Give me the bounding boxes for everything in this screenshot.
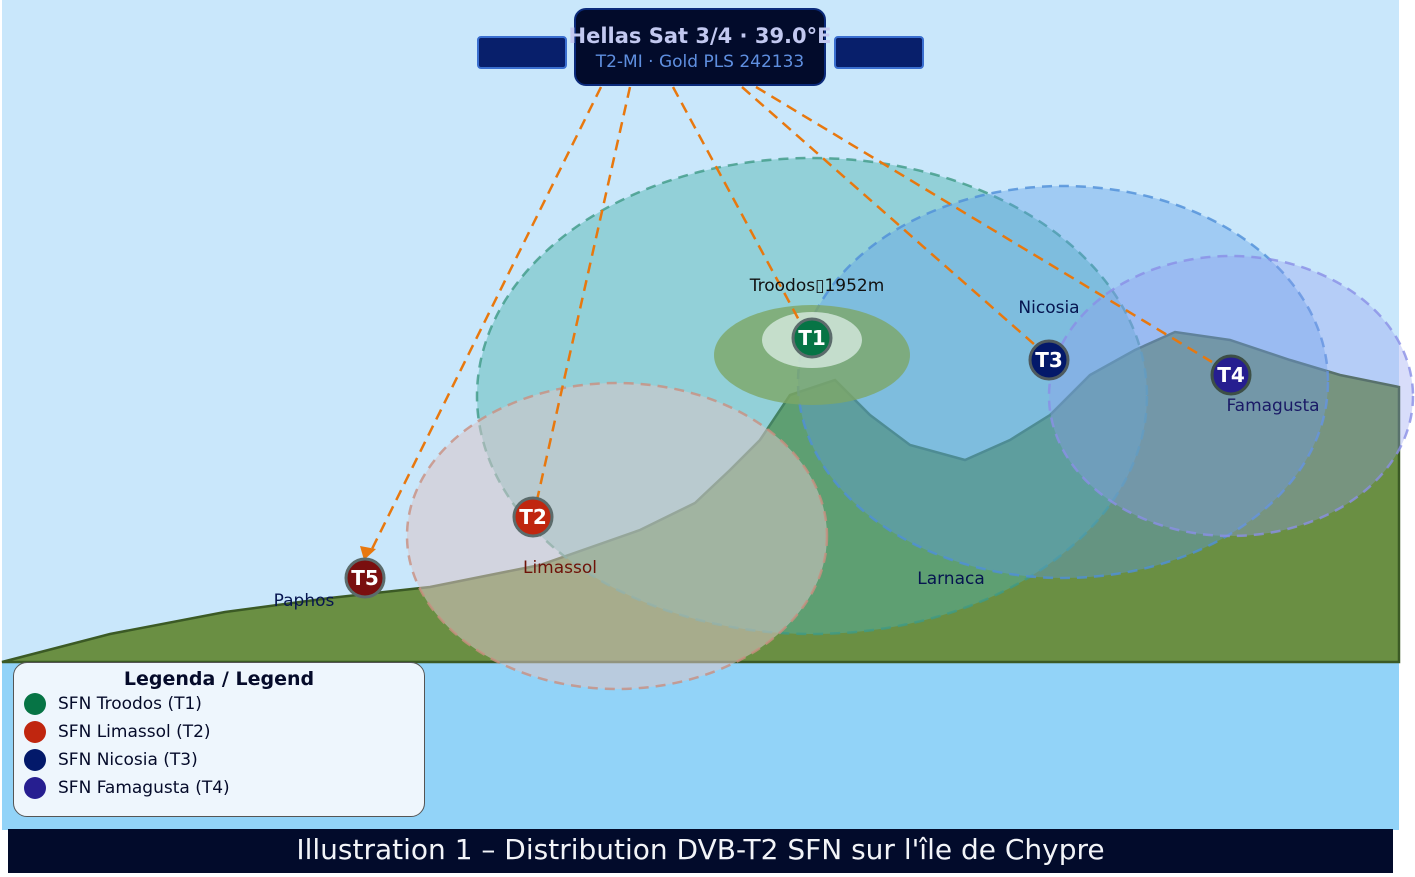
legend-item: SFN Limassol (T2) xyxy=(14,718,424,746)
transmitter-t2-label: T2 xyxy=(519,505,547,529)
summit-label: Troodos▯1952m xyxy=(749,276,885,296)
transmitter-t2[interactable]: T2 xyxy=(512,496,554,538)
legend-item: SFN Nicosia (T3) xyxy=(14,746,424,774)
transmitter-t4-label: T4 xyxy=(1217,363,1245,387)
legend-swatch-t1 xyxy=(24,693,46,715)
transmitter-t3[interactable]: T3 xyxy=(1028,339,1070,381)
satellite-name: Hellas Sat 3/4 · 39.0°E xyxy=(568,24,832,48)
feed-lines xyxy=(368,85,1213,554)
transmitter-t4[interactable]: T4 xyxy=(1210,354,1252,396)
legend-title: Legenda / Legend xyxy=(123,668,315,690)
place-label-famagusta: Famagusta xyxy=(1226,396,1319,416)
feed-line-t2 xyxy=(535,86,632,501)
satellite-feed: T2-MI · Gold PLS 242133 xyxy=(595,52,805,72)
coverage-t4 xyxy=(1047,254,1415,538)
place-label-paphos: Paphos xyxy=(274,591,335,611)
legend-swatch-t2 xyxy=(24,721,46,743)
coverage-t3 xyxy=(796,184,1330,580)
place-label-larnaca: Larnaca xyxy=(917,569,985,589)
legend-label: SFN Troodos (T1) xyxy=(58,694,202,714)
legend-label: SFN Famagusta (T4) xyxy=(58,778,230,798)
satellite-body[interactable]: Hellas Sat 3/4 · 39.0°E T2-MI · Gold PLS… xyxy=(569,8,832,86)
legend-swatch-t3 xyxy=(24,749,46,771)
place-label-limassol: Limassol xyxy=(523,558,597,578)
arrowhead-t5 xyxy=(360,546,376,560)
place-label-nicosia: Nicosia xyxy=(1018,298,1079,318)
legend-item: SFN Famagusta (T4) xyxy=(14,774,424,802)
transmitter-t1[interactable]: T1 xyxy=(791,317,833,359)
satellite-solar-panel-left xyxy=(477,36,567,69)
satellite-solar-panel-right xyxy=(834,36,924,69)
transmitter-t3-label: T3 xyxy=(1035,348,1063,372)
transmitter-t1-label: T1 xyxy=(798,326,826,350)
transmitter-t5[interactable]: T5 xyxy=(344,557,386,599)
legend-item: SFN Troodos (T1) xyxy=(14,690,424,718)
figure-caption: Illustration 1 – Distribution DVB-T2 SFN… xyxy=(8,829,1393,873)
legend: Legenda / Legend SFN Troodos (T1) SFN Li… xyxy=(13,662,425,817)
feed-line-t3 xyxy=(741,86,1036,346)
feed-line-t5 xyxy=(368,86,603,554)
coverage-t2 xyxy=(405,381,829,691)
legend-swatch-t4 xyxy=(24,777,46,799)
legend-label: SFN Nicosia (T3) xyxy=(58,750,198,770)
feed-line-t1 xyxy=(671,86,802,323)
legend-label: SFN Limassol (T2) xyxy=(58,722,211,742)
transmitter-t5-label: T5 xyxy=(351,566,379,590)
